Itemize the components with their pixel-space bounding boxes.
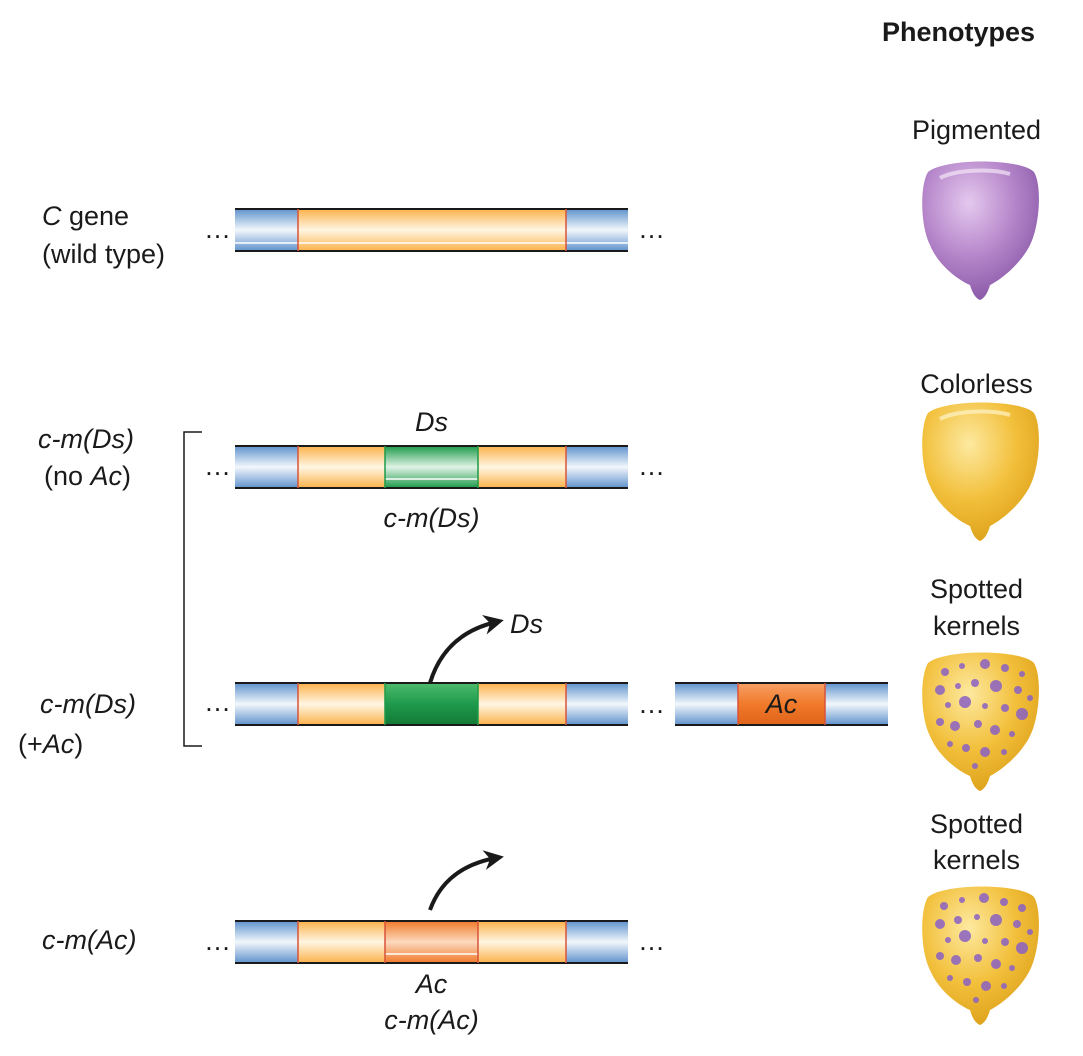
kernel-spotted-1 xyxy=(922,652,1039,791)
ellipsis-left-2: … xyxy=(204,451,231,481)
phenotype-spotted-1-line2: kernels xyxy=(932,611,1021,641)
row-ds-plus-ac-label-line2: (+Ac) xyxy=(18,728,83,760)
phenotypes-header: Phenotypes xyxy=(882,17,1036,47)
paren-close: ) xyxy=(122,461,132,491)
kernel-colorless xyxy=(922,402,1039,541)
ds-group-bracket xyxy=(183,431,202,747)
ds-insert-excising xyxy=(385,683,478,725)
flank-left xyxy=(235,209,298,251)
gene-symbol: C xyxy=(42,201,62,231)
kernel-spotted-2 xyxy=(922,886,1039,1025)
ac-element-label: Ac xyxy=(765,689,798,719)
row-ds-no-ac-label-line2: (no Ac) xyxy=(44,460,131,492)
ellipsis-right-2: … xyxy=(638,451,665,481)
ac-element xyxy=(738,683,825,725)
paren-open: (+ xyxy=(18,729,43,759)
gene-word: gene xyxy=(61,201,130,231)
ds-insert-label: Ds xyxy=(415,407,448,437)
c-m-ds-allele-label: c-m(Ds) xyxy=(383,503,480,533)
ds-insert xyxy=(385,446,478,488)
c-m-ac-allele-label: c-m(Ac) xyxy=(384,1005,479,1035)
c-m-ds-plus-ac-construct xyxy=(235,615,628,726)
ac-word: Ac xyxy=(42,729,75,759)
ellipsis-right-1: … xyxy=(638,214,665,244)
paren-close: ) xyxy=(74,729,84,759)
phenotype-colorless: Colorless xyxy=(920,369,1033,399)
c-m-ac-construct xyxy=(235,850,628,964)
phenotype-spotted-2-line1: Spotted xyxy=(929,809,1024,839)
ellipsis-right-4: … xyxy=(638,926,665,956)
ac-word: Ac xyxy=(90,461,123,491)
ac-insert-label: Ac xyxy=(415,969,448,999)
row-wild-label-line1: C gene xyxy=(42,200,129,232)
ellipsis-left-1: … xyxy=(204,214,231,244)
ellipsis-right-3: … xyxy=(638,689,665,719)
row-wild-label-line2: (wild type) xyxy=(42,239,166,269)
gene-body xyxy=(298,209,566,251)
phenotype-pigmented: Pigmented xyxy=(911,115,1042,145)
c-gene-wild-type-construct xyxy=(235,208,628,252)
paren-open: (no xyxy=(44,461,91,491)
row-ac-label: c-m(Ac) xyxy=(42,925,137,955)
ellipsis-left-4: … xyxy=(204,926,231,956)
excision-arrow xyxy=(428,615,504,684)
ac-element-construct xyxy=(675,682,888,726)
row-ds-plus-ac-label-line1: c-m(Ds) xyxy=(40,689,136,719)
flank-right xyxy=(566,209,628,251)
transposition-arrow xyxy=(428,850,504,911)
row-ds-no-ac-label-line1: c-m(Ds) xyxy=(38,424,134,454)
phenotype-spotted-1-line1: Spotted xyxy=(929,574,1024,604)
ds-excised-label: Ds xyxy=(510,609,543,639)
c-m-ds-no-ac-construct xyxy=(235,445,628,489)
kernel-pigmented xyxy=(922,161,1039,300)
ac-insert xyxy=(385,921,478,963)
ellipsis-left-3: … xyxy=(204,687,231,717)
phenotype-spotted-2-line2: kernels xyxy=(932,845,1021,875)
